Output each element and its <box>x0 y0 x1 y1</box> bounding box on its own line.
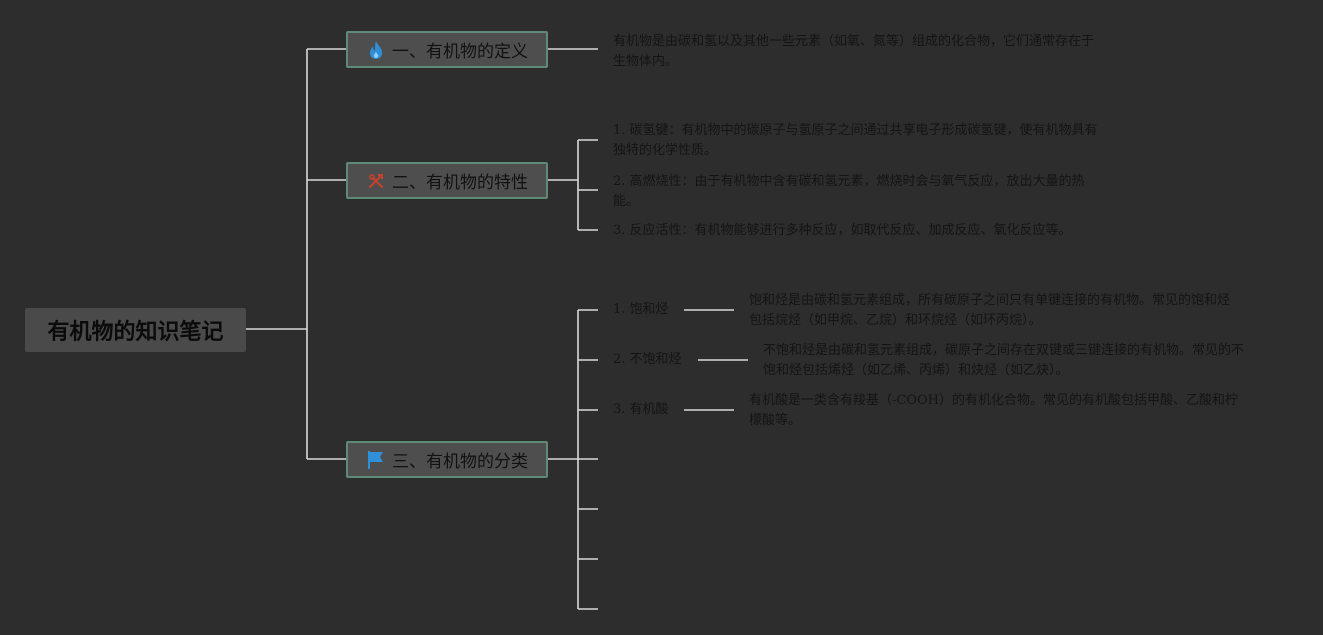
branch-label: 三、有机物的分类 <box>392 452 528 472</box>
branch-label: 二、有机物的特性 <box>392 173 528 193</box>
class-text-saturated: 饱和烃是由碳和氢元素组成，所有碳原子之间只有单键连接的有机物。常见的饱和烃包括烷… <box>749 293 1231 328</box>
root-title: 有机物的知识笔记 <box>47 320 224 345</box>
property-item: 1. 碳氢键：有机物中的碳原子与氢原子之间通过共享电子形成碳氢键，使有机物具有独… <box>613 123 1098 158</box>
branch-definition[interactable]: 一、有机物的定义 <box>346 31 548 68</box>
branch-label: 一、有机物的定义 <box>392 42 528 62</box>
class-text-acid: 有机酸是一类含有羧基（-COOH）的有机化合物。常见的有机酸包括甲酸、乙酸和柠檬… <box>749 393 1238 428</box>
tools-icon <box>366 170 386 192</box>
branch-properties[interactable]: 二、有机物的特性 <box>346 162 548 199</box>
definition-text: 有机物是由碳和氢以及其他一些元素（如氧、氮等）组成的化合物，它们通常存在于生物体… <box>613 34 1095 69</box>
class-label-acid: 3. 有机酸 <box>613 402 669 417</box>
class-label-saturated: 1. 饱和烃 <box>613 302 669 317</box>
property-item: 2. 高燃烧性：由于有机物中含有碳和氢元素，燃烧时会与氧气反应，放出大量的热能。 <box>613 174 1085 209</box>
branch-classification[interactable]: 三、有机物的分类 <box>346 441 548 478</box>
flag-icon <box>366 449 386 471</box>
class-label-unsaturated: 2. 不饱和烃 <box>613 352 682 367</box>
class-text-unsaturated: 不饱和烃是由碳和氢元素组成，碳原子之间存在双键或三键连接的有机物。常见的不饱和烃… <box>763 343 1245 378</box>
fire-icon <box>366 39 386 61</box>
property-item: 3. 反应活性：有机物能够进行多种反应，如取代反应、加成反应、氧化反应等。 <box>613 223 1072 238</box>
root-node[interactable]: 有机物的知识笔记 <box>25 308 246 352</box>
